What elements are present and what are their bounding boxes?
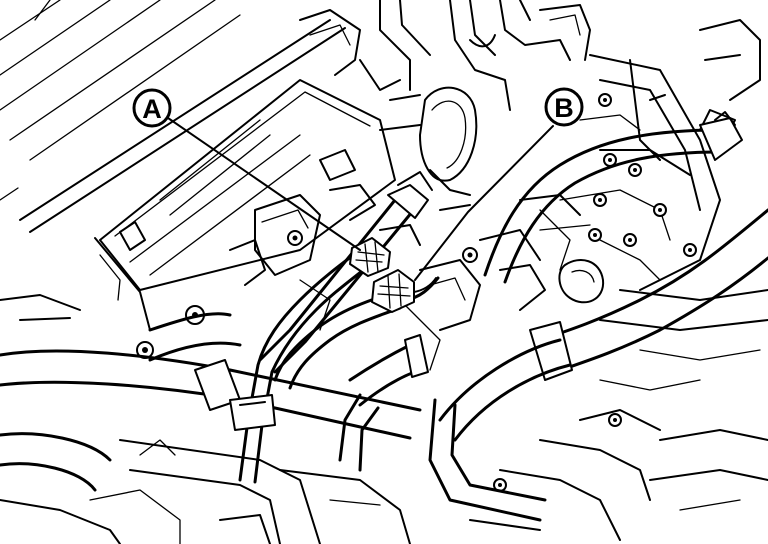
- leader-line-b: [414, 125, 554, 281]
- upper-coolant-hose: [483, 111, 743, 284]
- leader-line-a: [167, 117, 361, 251]
- callout-b-label: B: [554, 93, 574, 123]
- callout-a-label: A: [142, 94, 162, 124]
- connector-a: [349, 237, 391, 277]
- bolt-heads: [136, 93, 697, 492]
- engine-block-details: [229, 184, 581, 371]
- battery-housing: [94, 9, 401, 331]
- body-panel-hatching: [0, 0, 346, 233]
- right-bracket-assembly: [539, 19, 768, 361]
- upper-engine-components: [379, 0, 591, 196]
- left-lower-pipes: [0, 294, 422, 492]
- lower-middle-hoses: [338, 334, 768, 541]
- callout-a: A: [132, 88, 172, 128]
- connector-b: [371, 269, 437, 313]
- right-lower-hose: [529, 208, 768, 381]
- lower-frame: [0, 439, 411, 544]
- callout-b: B: [544, 87, 584, 127]
- wiring-harness: [229, 248, 440, 484]
